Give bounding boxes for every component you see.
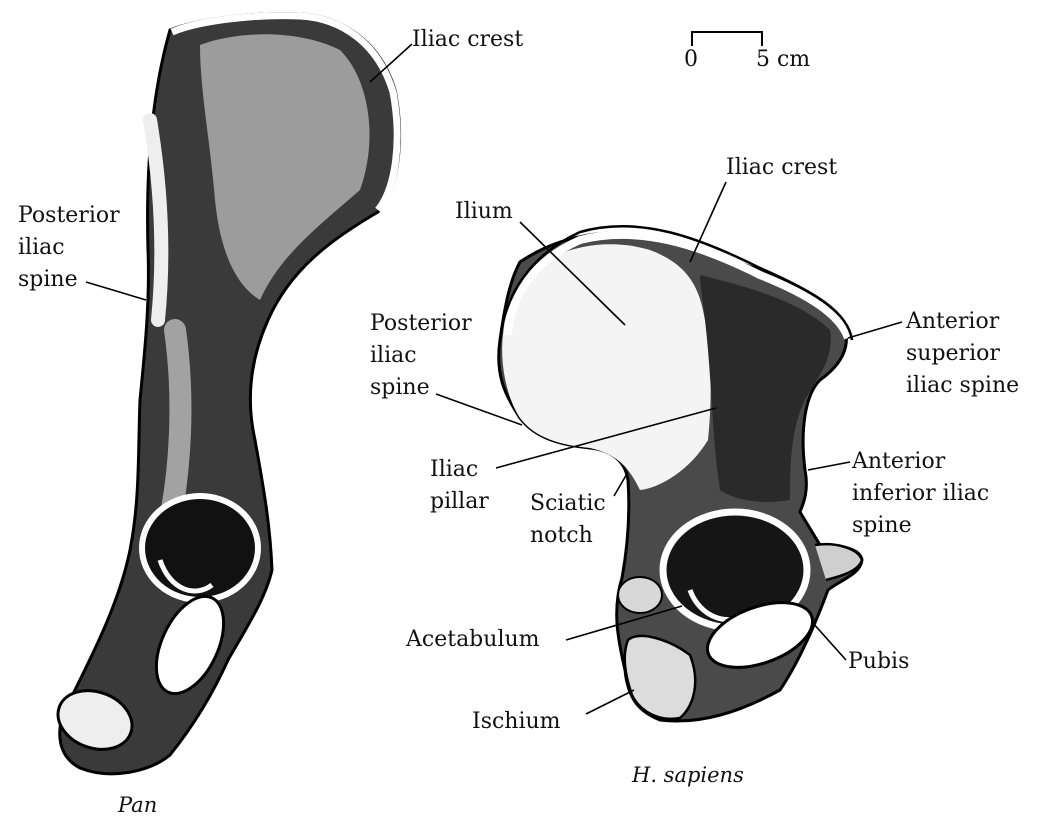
hs-pubis-leader <box>812 622 846 660</box>
hs-anterior-superior-iliac-spine-label: Anterior superior iliac spine <box>905 309 1019 398</box>
hs-iliac-crest-label: Iliac crest <box>726 155 837 180</box>
hs-anterior-inferior-iliac-spine-leader <box>808 462 850 470</box>
scale-bar-min-label: 0 <box>684 47 698 72</box>
pan-iliac-crest-label: Iliac crest <box>412 27 523 52</box>
hs-acetabulum-label: Acetabulum <box>405 627 540 652</box>
hs-posterior-iliac-spine-label: Posterior iliac spine <box>370 311 479 400</box>
pan-acetabulum <box>142 496 258 600</box>
scale-bar-line <box>692 32 762 46</box>
hs-iliac-pillar-label: Iliac pillar <box>430 457 489 514</box>
pan-species-caption: Pan <box>117 793 157 817</box>
pan-posterior-iliac-spine-label: Posterior iliac spine <box>18 203 127 292</box>
pan-posterior-iliac-spine-leader <box>86 282 146 300</box>
hs-sciatic-notch-leader <box>614 472 628 496</box>
hs-sciatic-notch-label: Sciatic notch <box>530 491 613 548</box>
pan-os-coxae <box>50 14 400 774</box>
hs-ischium-leader <box>586 690 634 714</box>
pan-shaft-highlight <box>170 330 180 520</box>
hs-ilium-surface <box>502 244 711 490</box>
hs-pubis-label: Pubis <box>848 649 909 674</box>
hs-acetabular-rim-bump <box>618 577 662 613</box>
hs-ilium-label: Ilium <box>455 199 513 224</box>
scale-bar-max-label: 5 cm <box>756 47 810 72</box>
h-sapiens-os-coxae <box>499 226 862 721</box>
hs-anterior-superior-iliac-spine-leader <box>848 322 902 338</box>
hs-anterior-inferior-iliac-spine-label: Anterior inferior iliac spine <box>851 449 996 538</box>
hs-species-caption: H. sapiens <box>631 763 744 787</box>
hs-ischium-label: Ischium <box>472 709 561 734</box>
scale-bar: 0 5 cm <box>684 32 810 72</box>
